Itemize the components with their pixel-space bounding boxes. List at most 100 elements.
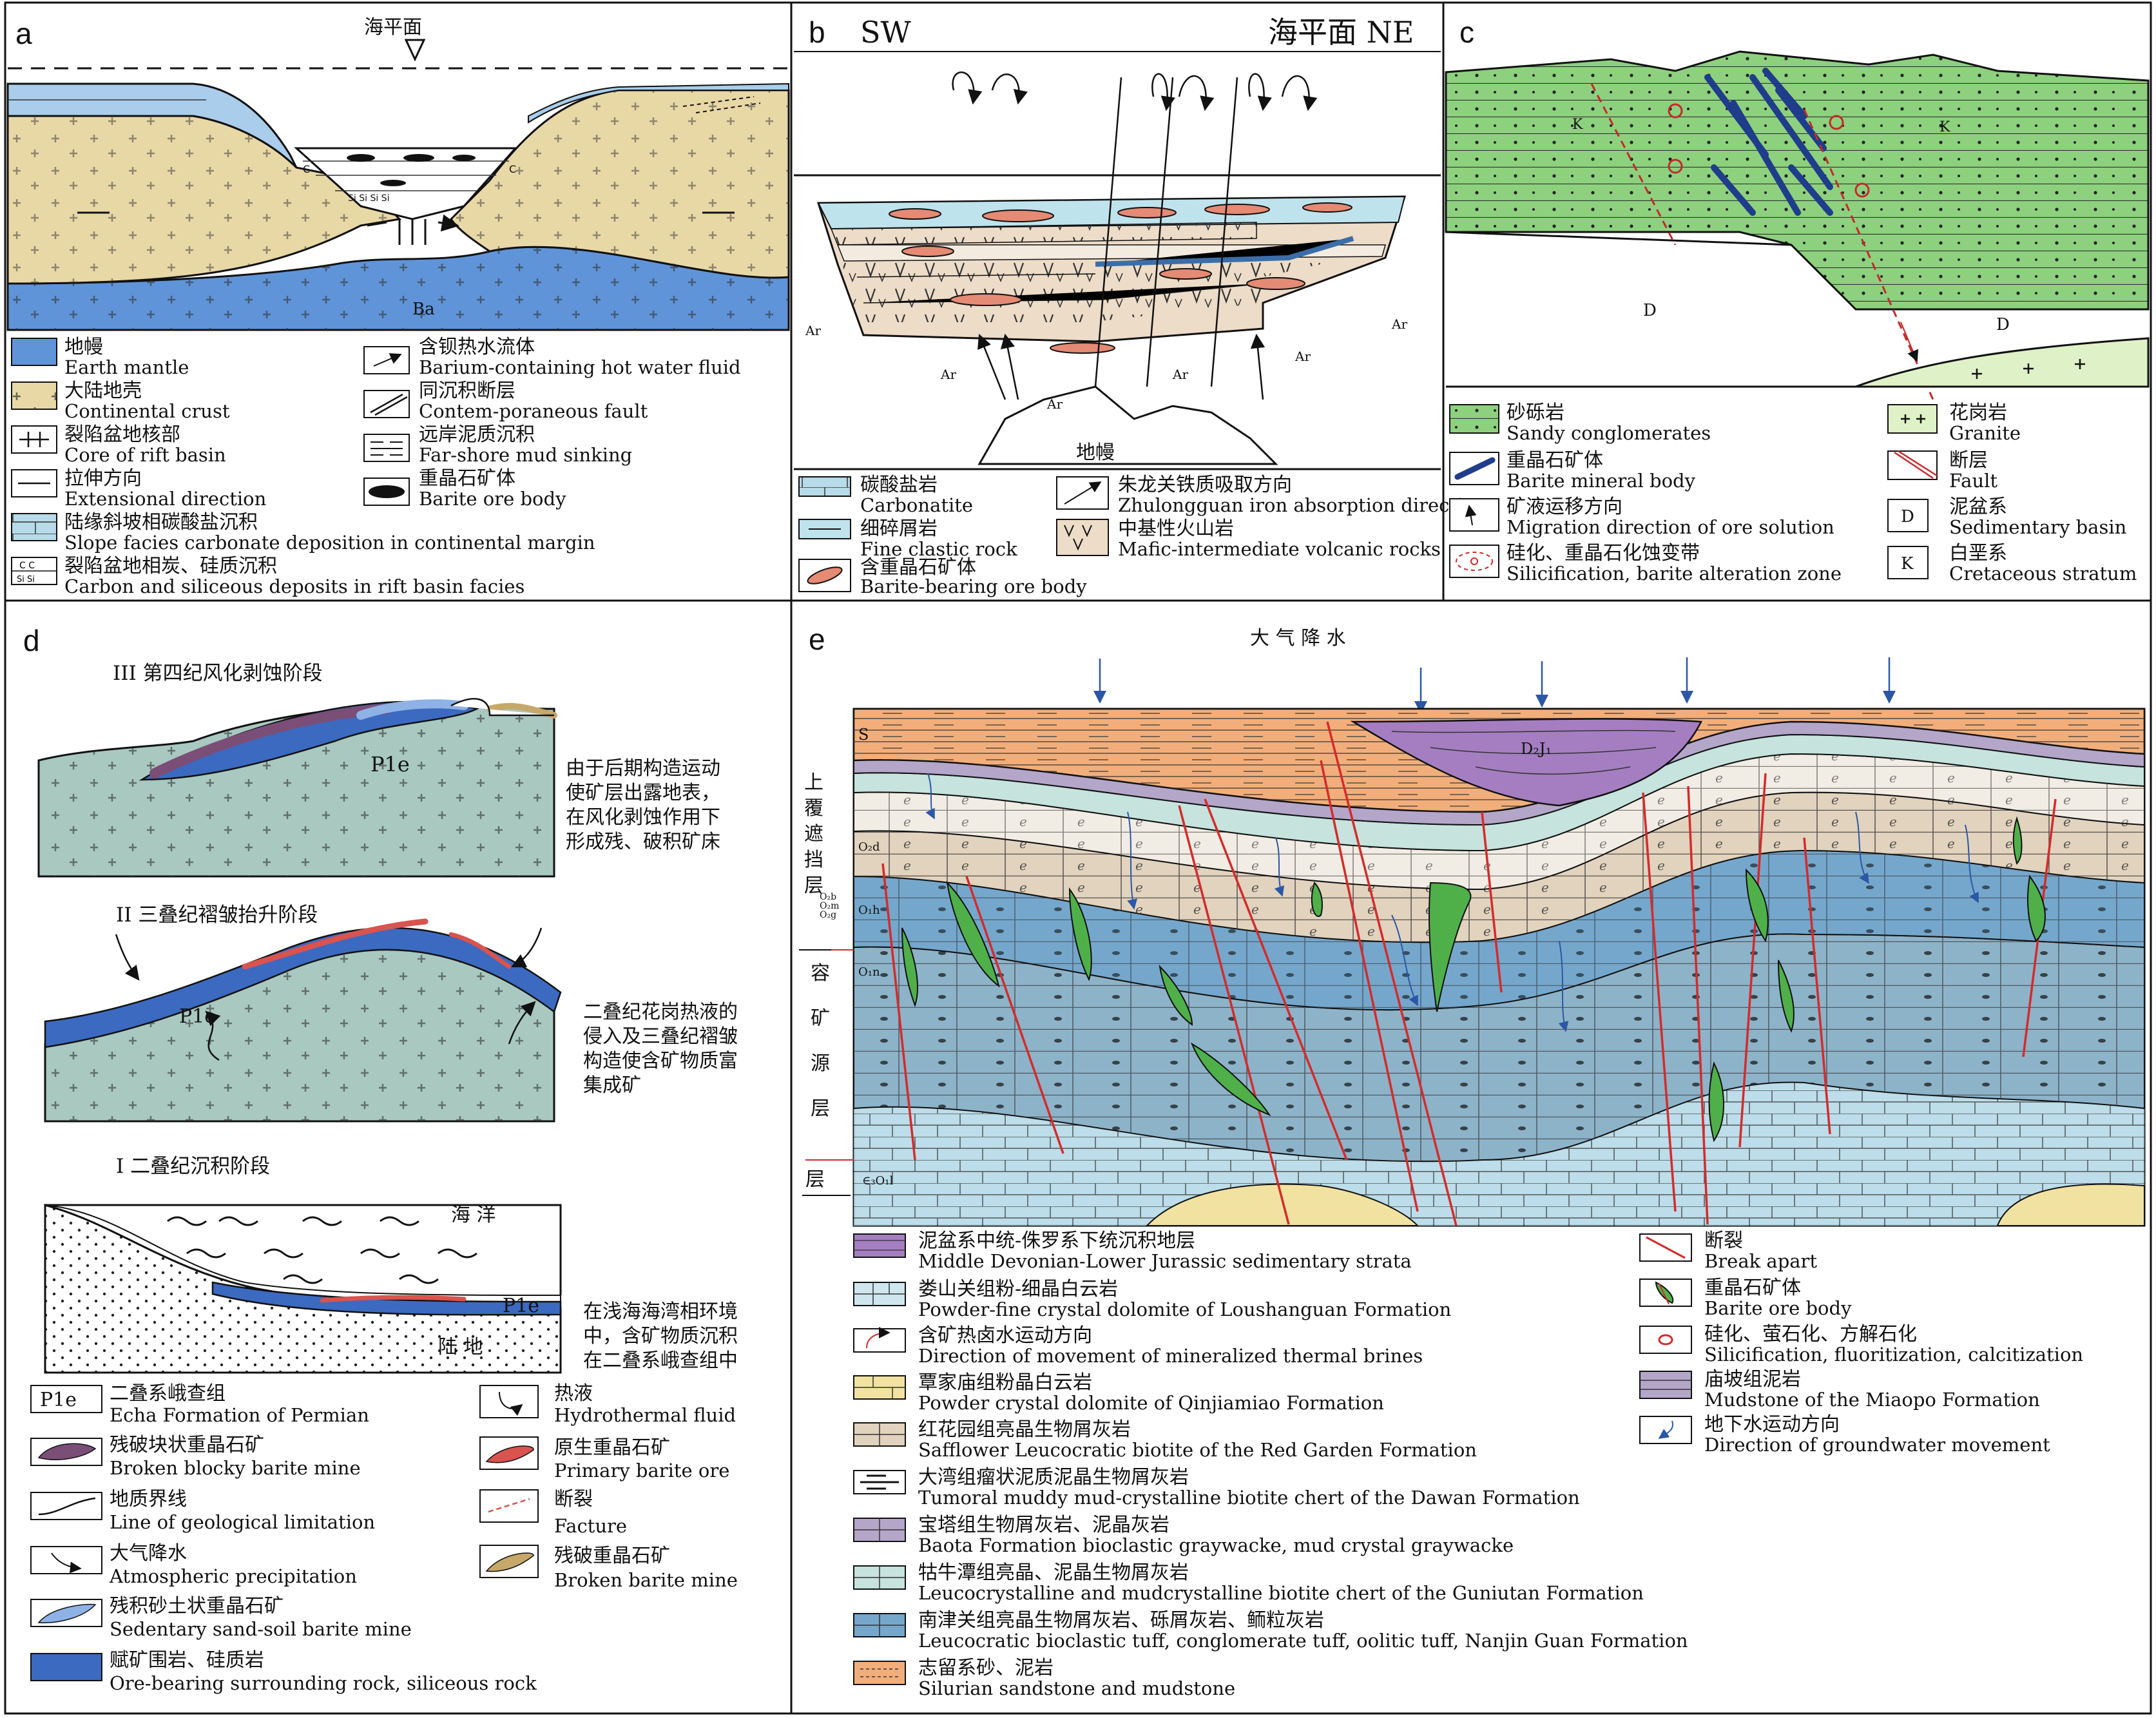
stage-2-title: II 三叠纪褶皱抬升阶段 [116, 903, 318, 927]
stage-2-p1e-label: P1e [179, 1005, 216, 1028]
legend-a-1-en: Continental crust [64, 400, 230, 422]
stage-1-note-line-3: 在二叠系峨查组中 [583, 1349, 738, 1372]
panel-c-d-right: D [1996, 315, 2010, 334]
precipitation-arrows [1093, 657, 1896, 714]
legend-e-10-en: Break apart [1704, 1250, 1817, 1272]
legend-a-5-en: Carbon and siliceous deposits in rift ba… [64, 575, 525, 597]
lower-char-2: 矿 [811, 1007, 830, 1030]
legend-d-9-zh: 残破重晶石矿 [554, 1545, 670, 1567]
legend-a-2-zh: 裂陷盆地核部 [64, 423, 180, 446]
legend-c-3-en: Silicification, barite alteration zone [1506, 563, 1842, 584]
legend-b-0-en: Carbonatite [860, 494, 973, 516]
ar-label-6: Ar [1391, 316, 1407, 332]
panel-borders [4, 1, 2152, 1715]
legend-a-0-zh: 地幔 [64, 336, 103, 358]
legend-e-2-en: Direction of movement of mineralized the… [918, 1345, 1423, 1367]
strata-label-o2m: O₂m [820, 901, 839, 911]
legend-e-7-zh: 牯牛潭组亮晶、泥晶生物屑灰岩 [918, 1561, 1189, 1584]
legend-d-4-zh: 残积砂土状重晶石矿 [110, 1595, 284, 1617]
legend-e-8-en: Leucocratic bioclastic tuff, conglomerat… [918, 1630, 1688, 1652]
legend-e-2-zh: 含矿热卤水运动方向 [918, 1324, 1092, 1347]
legend-d-1-zh: 残破块状重晶石矿 [110, 1434, 264, 1456]
legend-b-3-en: Zhulongguan iron absorption direction [1118, 494, 1486, 516]
legend-a-9-en: Barite ore body [419, 488, 566, 510]
legend-e-4-zh: 红花园组亮晶生物屑灰岩 [918, 1418, 1131, 1441]
legend-b-1-en: Fine clastic rock [860, 538, 1017, 560]
groundwater-arrows [925, 773, 1979, 1032]
legend-a-3-zh: 拉伸方向 [64, 467, 142, 490]
legend-c-letter-k: K [1901, 554, 1914, 574]
svg-text:Si Si Si Si: Si Si Si Si [348, 193, 389, 204]
svg-text:C: C [303, 163, 310, 175]
legend-a-8-zh: 远岸泥质沉积 [419, 423, 535, 446]
panel-b-legend: 碳酸盐岩 Carbonatite 细碎屑岩 Fine clastic rock … [798, 474, 1486, 597]
strata-label-o1h: O₁h [858, 903, 880, 917]
strata-label-dj: D₂J₁ [1521, 740, 1552, 758]
panel-c: c K K D D [1445, 15, 2150, 584]
barite-ore-bodies [901, 816, 2046, 1143]
ar-label-2: Ar [940, 367, 956, 382]
svg-text:C: C [509, 163, 516, 175]
stage-1-note-line-2: 中，含矿物质沉积 [583, 1325, 738, 1347]
panel-d: d III 第四纪风化剥蚀阶段 P1e 由于后期构造运动 使矿层出露地表， 在风… [23, 624, 738, 1694]
stage-1-land-label: 陆 地 [438, 1336, 483, 1358]
stage-3-note-line-4: 形成残、破积矿床 [566, 831, 720, 853]
legend-a-7-zh: 同沉积断层 [419, 380, 515, 402]
upper-char-4: 挡 [804, 849, 823, 871]
stage-3-note-line-2: 使矿层出露地表， [566, 782, 720, 804]
legend-e-1-zh: 娄山关组粉-细晶白云岩 [918, 1278, 1118, 1300]
lower-char-5: 层 [805, 1168, 825, 1191]
legend-e-3-zh: 覃家庙组粉晶白云岩 [918, 1371, 1092, 1394]
strata-label-o1n: O₁n [858, 965, 880, 979]
legend-a-7-en: Contem-poraneous fault [419, 400, 648, 422]
rift-basin-core [294, 147, 518, 220]
legend-d-3-en: Atmospheric precipitation [109, 1565, 357, 1587]
ar-label-5: Ar [1295, 349, 1311, 364]
sea-level-marker [404, 39, 426, 62]
panel-a-label: a [15, 17, 32, 50]
panel-d-legend: P1e 二叠系峨查组 Echa Formation of Permian 残破块… [30, 1382, 738, 1694]
legend-c-7-en: Cretaceous stratum [1949, 563, 2137, 584]
legend-e-9-zh: 志留系砂、泥岩 [918, 1657, 1054, 1679]
stage-1-title: I 二叠纪沉积阶段 [116, 1155, 270, 1178]
ar-label-3: Ar [1046, 396, 1063, 412]
legend-c-4-en: Granite [1949, 422, 2021, 444]
panel-b-label: b [809, 15, 825, 49]
panel-e: e 大 气 降 水 [799, 623, 2146, 1699]
panel-b-ne-label: 海平面 NE [1268, 15, 1414, 50]
legend-e-14-en: Direction of groundwater movement [1704, 1434, 2050, 1456]
legend-a-9-zh: 重晶石矿体 [419, 467, 515, 490]
sandy-conglomerate-block [1445, 50, 2150, 311]
legend-e-14-zh: 地下水运动方向 [1704, 1413, 1840, 1436]
legend-e-8-zh: 南津关组亮晶生物屑灰岩、砾屑灰岩、鲕粒灰岩 [918, 1609, 1324, 1632]
panel-c-legend: 砂砾岩 Sandy conglomerates 重晶石矿体 Barite min… [1449, 401, 2137, 584]
panel-b-mantle-label: 地幔 [1076, 441, 1115, 464]
panel-e-legend: 泥盆系中统-侏罗系下统沉积地层 Middle Devonian-Lower Ju… [853, 1230, 2083, 1699]
strata-label-o2d: O₂d [858, 840, 880, 854]
legend-c-6-en: Sedimentary basin [1949, 516, 2126, 538]
strata-label-s: S [858, 726, 869, 744]
stage-3-p1e-label: P1e [371, 752, 410, 777]
legend-a-4-zh: 陆缘斜坡相碳酸盐沉积 [64, 511, 258, 534]
stage-1-ocean-label: 海 洋 [451, 1204, 496, 1226]
legend-c-7-zh: 白垩系 [1949, 542, 2007, 565]
legend-d-5-en: Ore-bearing surrounding rock, siliceous … [110, 1672, 537, 1694]
panel-e-label: e [809, 623, 825, 656]
devonian-jurassic-lens [1350, 718, 1702, 807]
legend-d-6-zh: 热液 [554, 1382, 593, 1405]
upper-char-3: 遮 [804, 823, 823, 845]
legend-e-13-en: Mudstone of the Miaopo Formation [1704, 1389, 2040, 1411]
legend-e-12-en: Silicification, fluoritization, calcitiz… [1704, 1344, 2083, 1366]
legend-a-6-zh: 含钡热水流体 [419, 336, 535, 358]
panel-c-k-left: K [1572, 117, 1583, 133]
stage-1-note-line-1: 在浅海海湾相环境 [583, 1300, 738, 1323]
lower-char-1: 容 [811, 962, 830, 985]
legend-e-11-zh: 重晶石矿体 [1704, 1277, 1801, 1299]
cross-section: S D₂J₁ O₂d O₂b O₂m O₂g O₁h O₁n ∈₃O₁l [820, 708, 2146, 1227]
ocean-waves [167, 1216, 477, 1284]
legend-e-5-zh: 大湾组瘤状泥质泥晶生物屑灰岩 [918, 1466, 1189, 1489]
legend-d-1-en: Broken blocky barite mine [110, 1457, 361, 1479]
legend-d-5-zh: 赋矿围岩、硅质岩 [110, 1649, 264, 1672]
legend-e-0-en: Middle Devonian-Lower Jurassic sedimenta… [918, 1250, 1412, 1272]
